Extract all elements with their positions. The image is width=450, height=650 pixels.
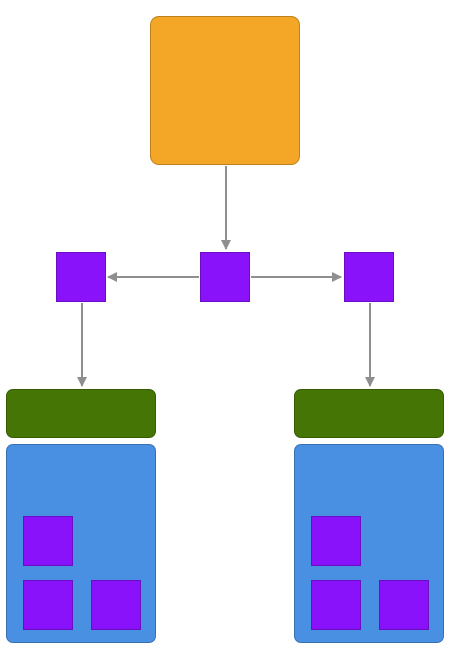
right-panel-item-bottom-right[interactable] [379,580,429,630]
left-panel-item-top[interactable] [23,516,73,566]
right-header-bar[interactable] [294,389,444,438]
root-node[interactable] [150,16,300,165]
center-node[interactable] [200,252,250,302]
left-panel-item-bottom-left[interactable] [23,580,73,630]
left-node[interactable] [56,252,106,302]
right-panel-item-top[interactable] [311,516,361,566]
right-panel-item-bottom-left[interactable] [311,580,361,630]
left-panel-item-bottom-right[interactable] [91,580,141,630]
left-header-bar[interactable] [6,389,156,438]
right-node[interactable] [344,252,394,302]
